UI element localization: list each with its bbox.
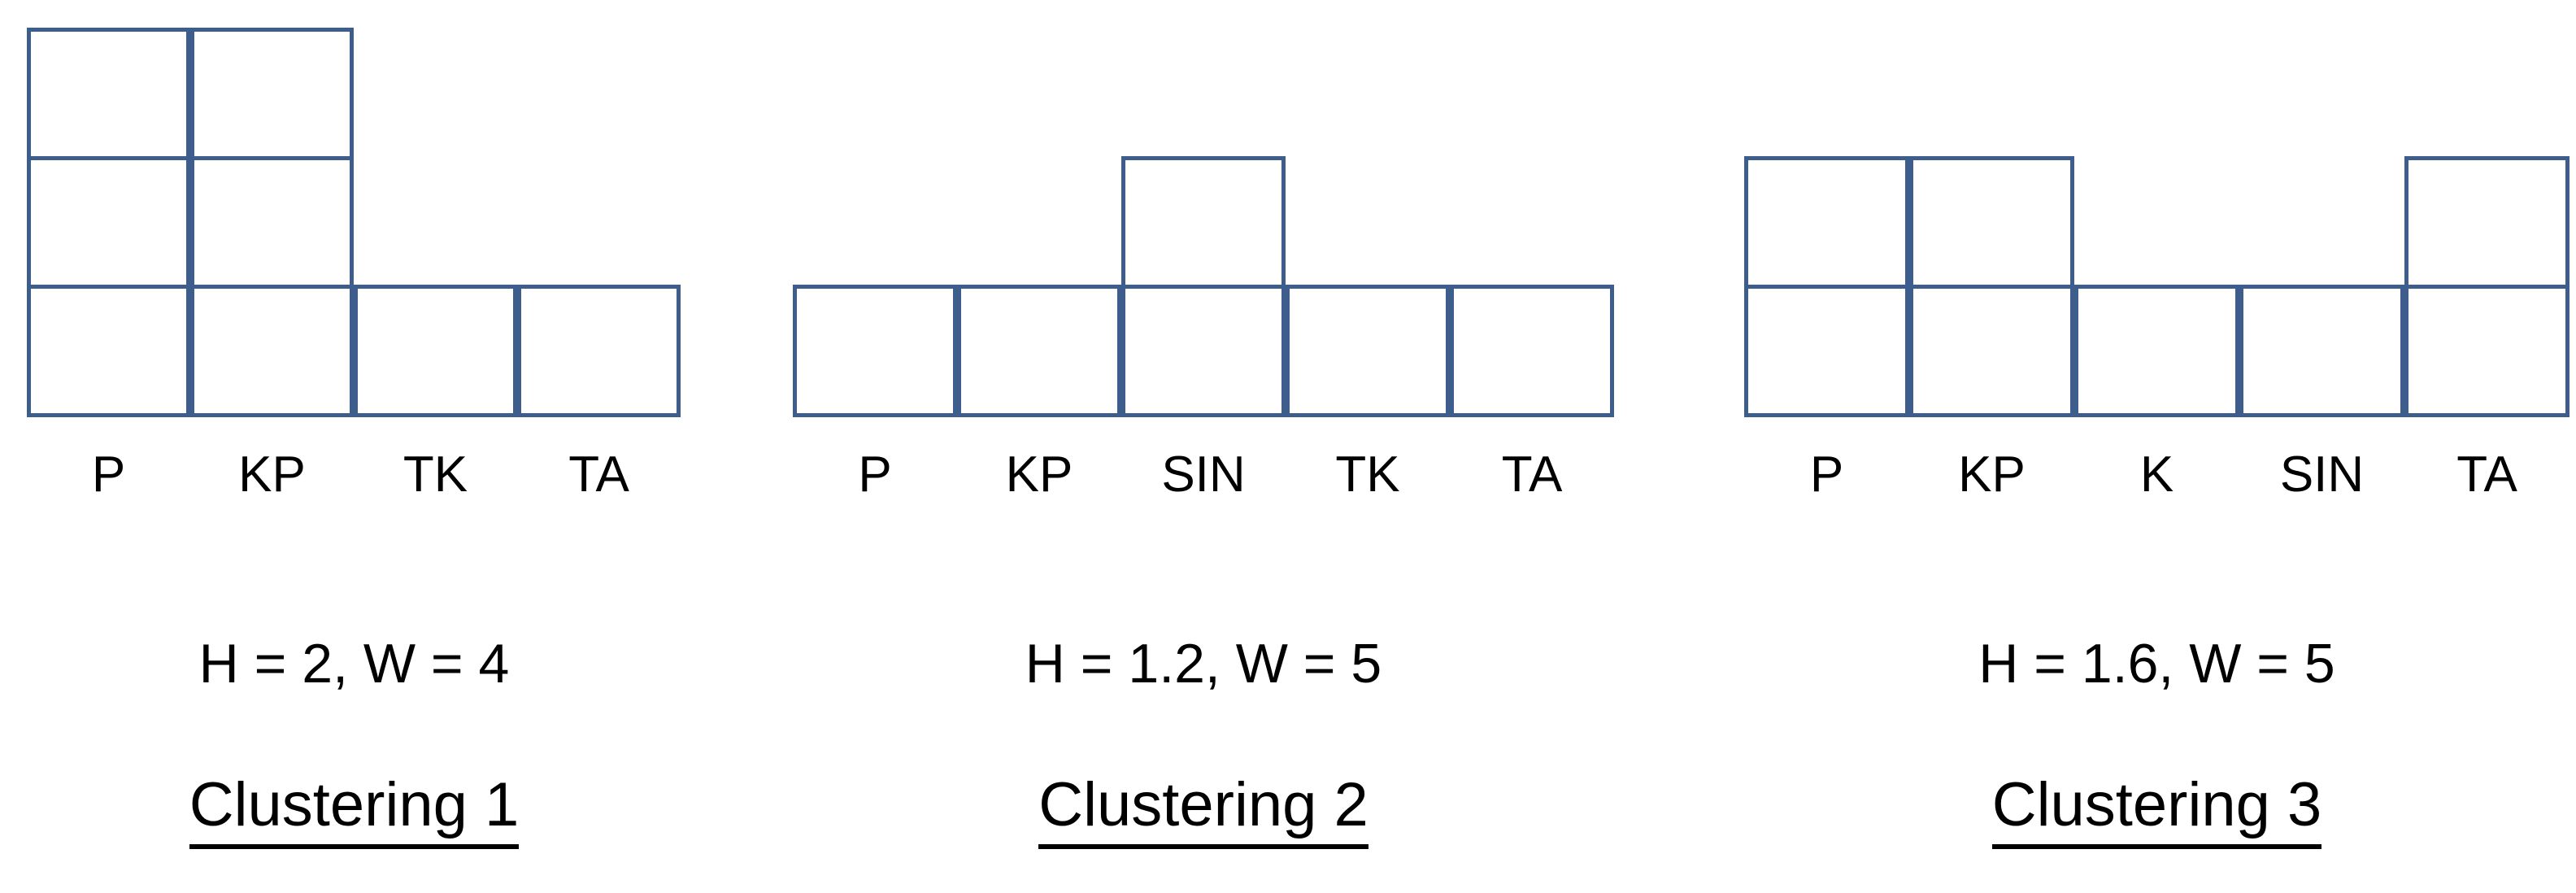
panel-title-1: Clustering 1 bbox=[27, 774, 681, 849]
block-cell bbox=[793, 285, 957, 417]
metric-caption-1: H = 2, W = 4 bbox=[198, 633, 510, 695]
block-column bbox=[957, 285, 1121, 417]
block-column bbox=[1909, 156, 2074, 417]
block-cell bbox=[354, 285, 517, 417]
axis-label: KP bbox=[1958, 446, 2026, 503]
block-column bbox=[2074, 285, 2239, 417]
axis-label: TK bbox=[402, 446, 468, 503]
block-column bbox=[27, 28, 190, 417]
block-cell bbox=[1744, 156, 1909, 289]
panel-title-text-1: Clustering 1 bbox=[189, 774, 520, 849]
block-cell bbox=[27, 28, 190, 160]
block-cell bbox=[1909, 156, 2074, 289]
panel-title-text-2: Clustering 2 bbox=[1038, 774, 1368, 849]
block-column bbox=[793, 285, 957, 417]
block-cell bbox=[27, 156, 190, 289]
axis-label: K bbox=[2139, 446, 2174, 503]
block-column bbox=[517, 285, 681, 417]
axis-label: SIN bbox=[1161, 446, 1246, 503]
panel-title-2: Clustering 2 bbox=[793, 774, 1614, 849]
axis-label: SIN bbox=[2279, 446, 2365, 503]
block-cell bbox=[1121, 285, 1286, 417]
block-stack-group-1 bbox=[27, 18, 681, 417]
block-column bbox=[1286, 285, 1450, 417]
block-cell bbox=[27, 285, 190, 417]
axis-label: TA bbox=[568, 446, 629, 503]
block-cell bbox=[1286, 285, 1450, 417]
block-column bbox=[2239, 285, 2404, 417]
block-cell bbox=[2074, 285, 2239, 417]
axis-label: TA bbox=[2456, 446, 2517, 503]
axis-label: P bbox=[91, 446, 126, 503]
block-stack-group-2 bbox=[793, 152, 1614, 417]
block-cell bbox=[190, 28, 354, 160]
block-cell bbox=[2404, 285, 2569, 417]
axis-label: TA bbox=[1501, 446, 1563, 503]
block-column bbox=[354, 285, 517, 417]
block-cell bbox=[190, 156, 354, 289]
axis-label: P bbox=[858, 446, 892, 503]
block-column bbox=[190, 28, 354, 417]
axis-label: KP bbox=[238, 446, 306, 503]
axis-label: KP bbox=[1005, 446, 1073, 503]
block-cell bbox=[1744, 285, 1909, 417]
block-cell bbox=[2404, 156, 2569, 289]
block-stack-group-3 bbox=[1744, 152, 2569, 417]
block-cell bbox=[190, 285, 354, 417]
block-cell bbox=[1121, 156, 1286, 289]
panel-title-3: Clustering 3 bbox=[1744, 774, 2569, 849]
block-cell bbox=[2239, 285, 2404, 417]
block-column bbox=[1450, 285, 1614, 417]
block-column bbox=[2404, 156, 2569, 417]
metric-caption-2: H = 1.2, W = 5 bbox=[1025, 633, 1382, 695]
block-cell bbox=[957, 285, 1121, 417]
axis-label: P bbox=[1809, 446, 1844, 503]
panel-title-text-3: Clustering 3 bbox=[1991, 774, 2322, 849]
block-column bbox=[1744, 156, 1909, 417]
block-cell bbox=[1909, 285, 2074, 417]
block-column bbox=[1121, 156, 1286, 417]
axis-label: TK bbox=[1335, 446, 1400, 503]
block-cell bbox=[517, 285, 681, 417]
block-cell bbox=[1450, 285, 1614, 417]
metric-caption-3: H = 1.6, W = 5 bbox=[1978, 633, 2335, 695]
